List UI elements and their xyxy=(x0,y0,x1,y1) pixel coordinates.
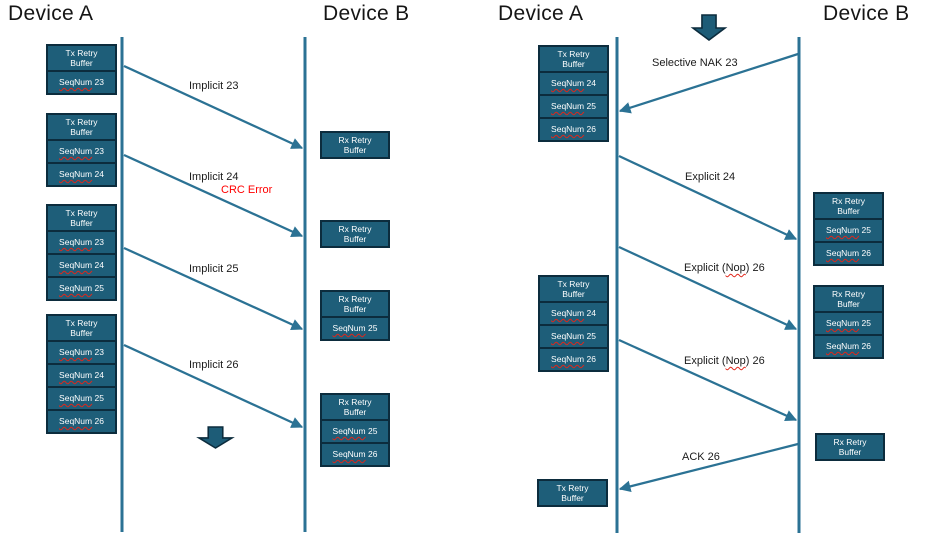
continuation-down-arrow-icon xyxy=(196,426,235,449)
seqnum-entry: SeqNum 24 xyxy=(48,255,115,276)
seqnum-entry: SeqNum 23 xyxy=(48,72,115,93)
seqnum-entry: SeqNum 24 xyxy=(48,164,115,185)
seqnum-entry: SeqNum 23 xyxy=(48,342,115,363)
seqnum-entry: SeqNum 26 xyxy=(540,119,607,140)
message-label: Explicit 24 xyxy=(685,171,736,183)
seqnum-entry: SeqNum 24 xyxy=(48,365,115,386)
seqnum-entry: SeqNum 24 xyxy=(540,73,607,94)
message-arrow xyxy=(618,245,798,331)
seqnum-entry: SeqNum 25 xyxy=(540,96,607,117)
seqnum-entry: SeqNum 25 xyxy=(48,278,115,299)
seqnum-entry: SeqNum 25 xyxy=(322,421,388,442)
message-label: Implicit 26 xyxy=(189,359,239,371)
seqnum-entry: SeqNum 26 xyxy=(322,444,388,465)
seqnum-entry: SeqNum 25 xyxy=(815,220,882,241)
message-label: Implicit 24 xyxy=(189,171,239,183)
seqnum-entry: SeqNum 25 xyxy=(322,318,388,339)
seqnum-entry: SeqNum 26 xyxy=(540,349,607,370)
device-a-title: Device A xyxy=(498,2,584,25)
seqnum-entry: SeqNum 25 xyxy=(540,326,607,347)
message-arrow xyxy=(618,52,799,114)
crc-error-label: CRC Error xyxy=(221,184,273,196)
message-arrow xyxy=(618,442,799,493)
seqnum-entry: SeqNum 23 xyxy=(48,232,115,253)
device-a-title: Device A xyxy=(8,2,94,25)
message-label: Implicit 23 xyxy=(189,80,239,92)
seqnum-entry: SeqNum 25 xyxy=(48,388,115,409)
device-b-title: Device B xyxy=(823,2,910,25)
seqnum-entry: SeqNum 25 xyxy=(815,313,882,334)
message-arrow xyxy=(123,153,304,238)
seqnum-entry: SeqNum 24 xyxy=(540,303,607,324)
message-arrow xyxy=(618,154,798,241)
continuation-down-arrow-icon xyxy=(690,14,728,41)
seqnum-entry: SeqNum 26 xyxy=(48,411,115,432)
device-b-title: Device B xyxy=(323,2,410,25)
message-arrow xyxy=(123,64,304,150)
message-label: Explicit (Nop) 26 xyxy=(684,262,765,274)
message-arrow xyxy=(618,338,798,422)
message-label: ACK 26 xyxy=(682,451,720,463)
message-label: Explicit (Nop) 26 xyxy=(684,355,765,367)
seqnum-entry: SeqNum 23 xyxy=(48,141,115,162)
seqnum-entry: SeqNum 26 xyxy=(815,336,882,357)
message-arrow xyxy=(123,343,304,429)
seqnum-entry: SeqNum 26 xyxy=(815,243,882,264)
message-label: Selective NAK 23 xyxy=(652,57,738,69)
message-label: Implicit 25 xyxy=(189,263,239,275)
message-arrow xyxy=(123,246,304,331)
